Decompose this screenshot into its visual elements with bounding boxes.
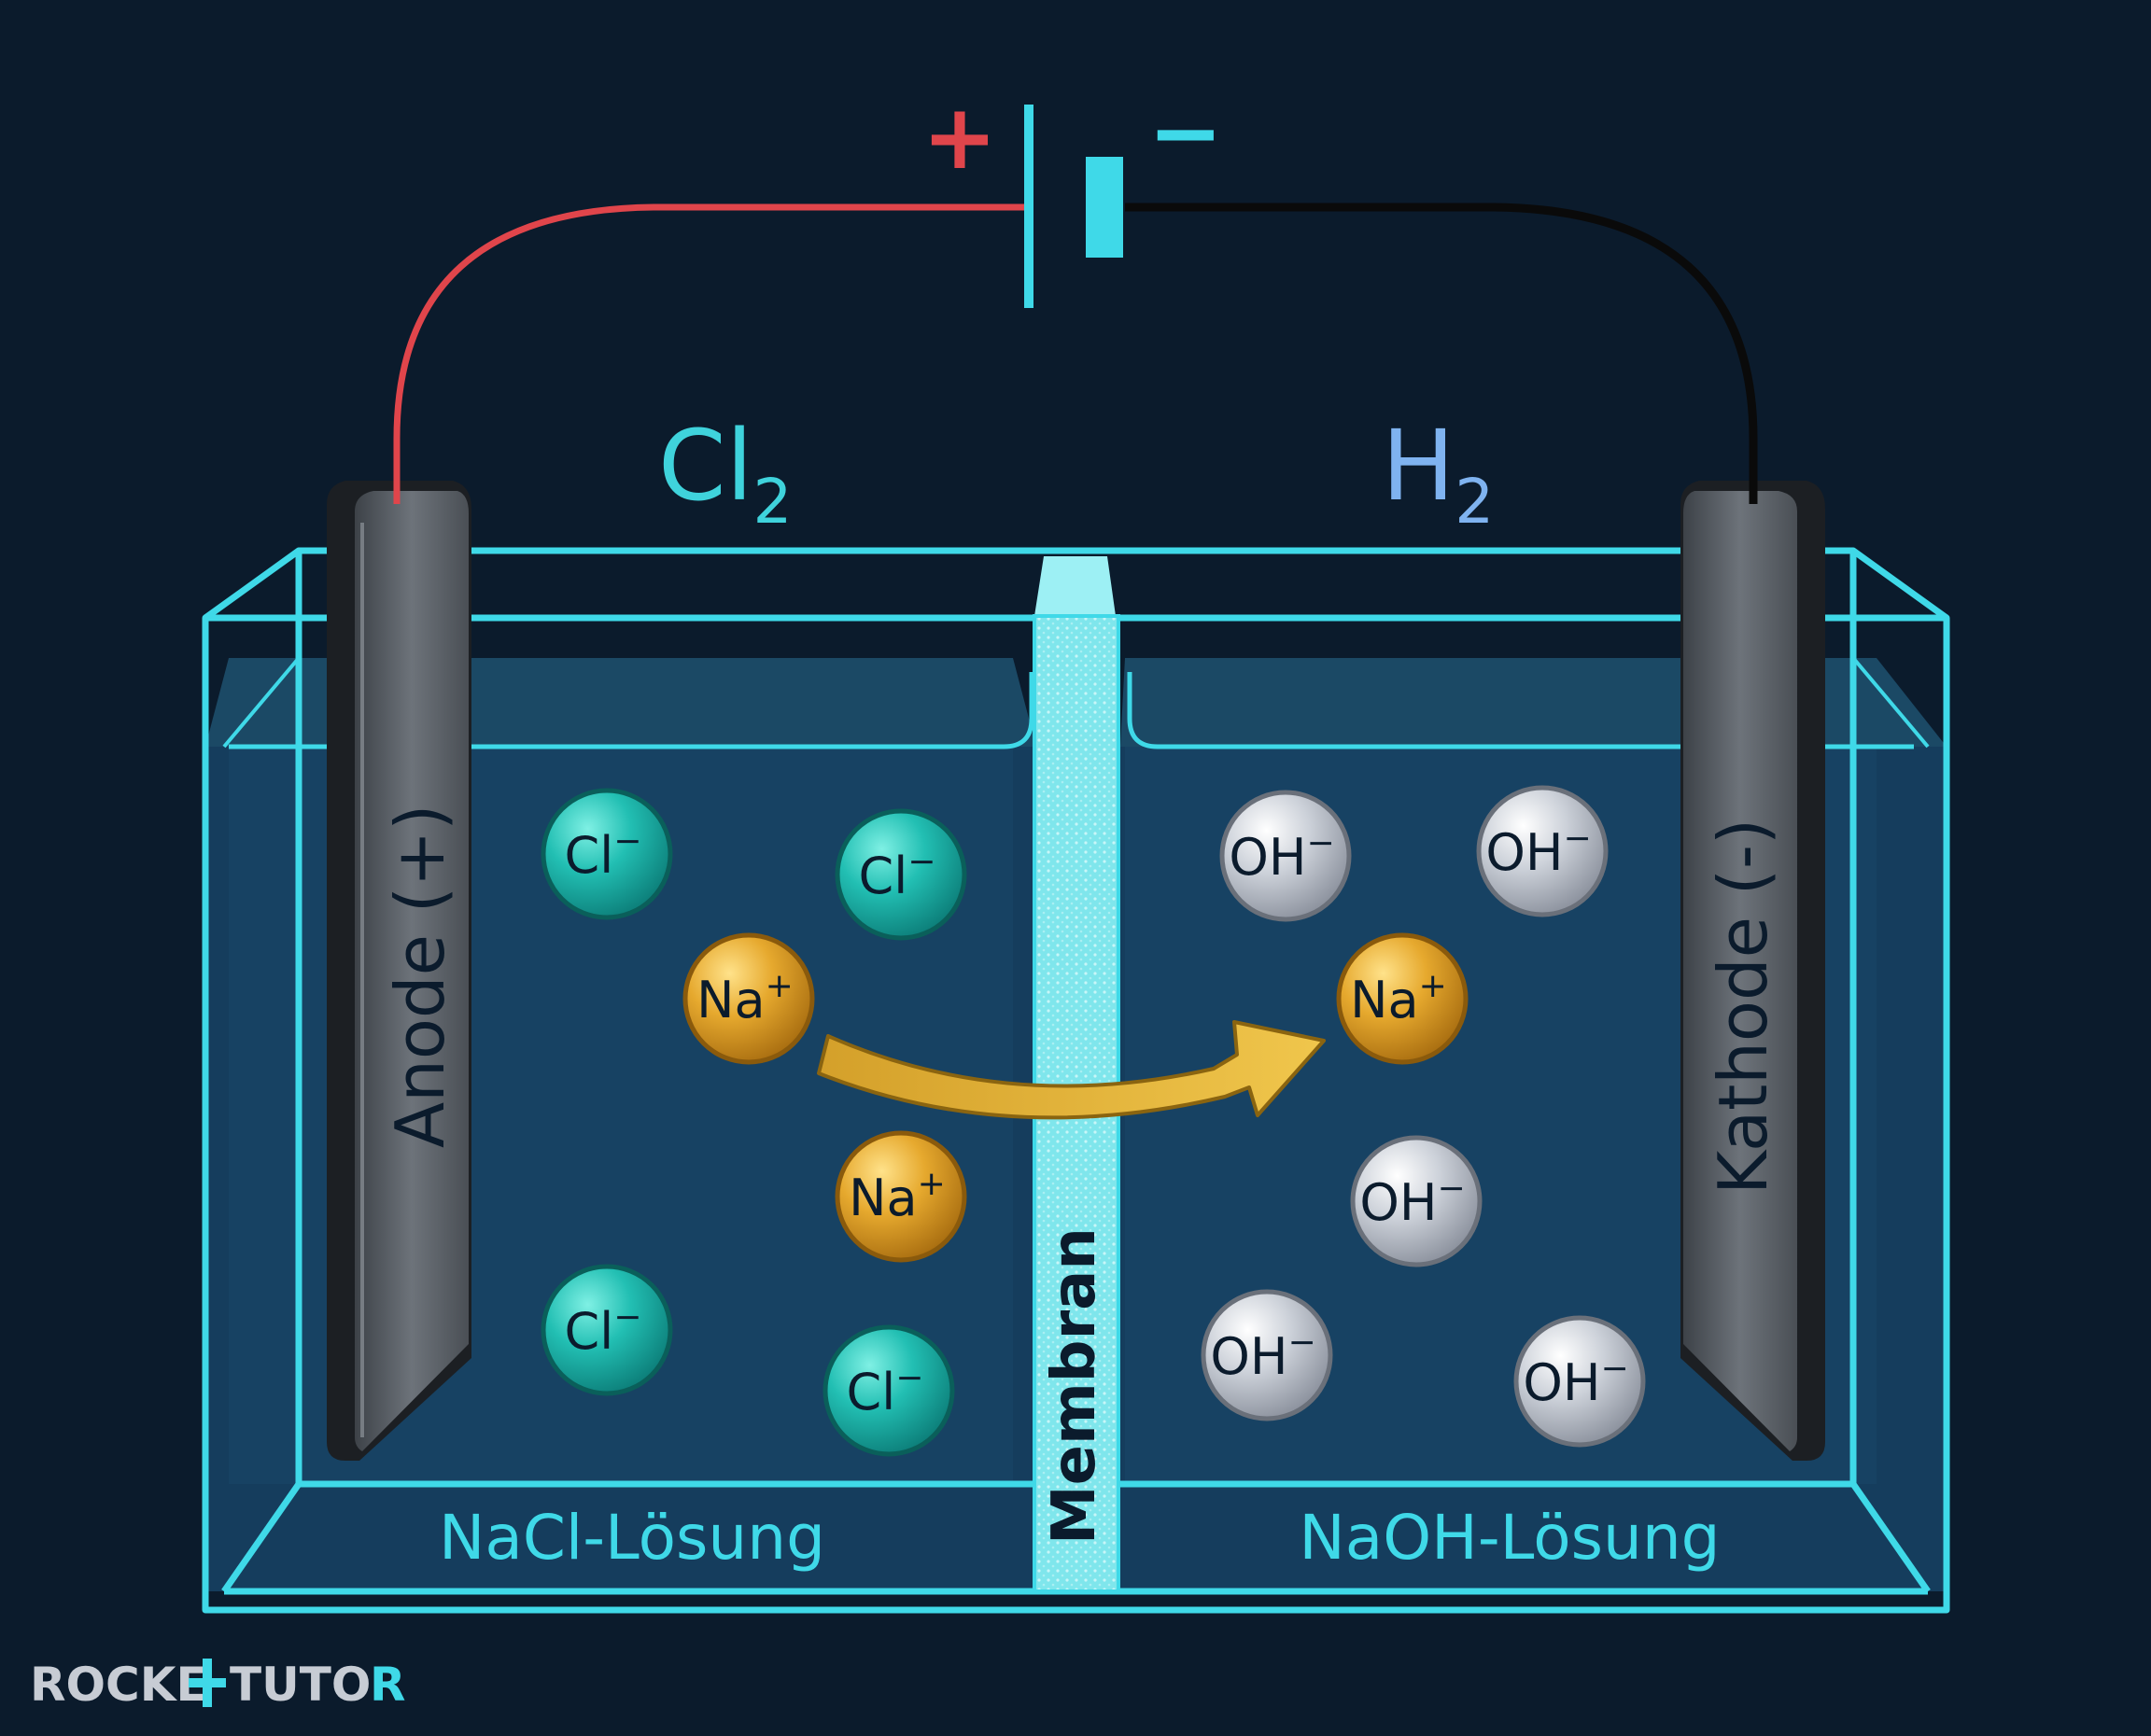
ion-charge: −: [1600, 1350, 1628, 1388]
ion-symbol: Cl: [565, 826, 614, 885]
logo: ROCKE TUTO R: [30, 1658, 406, 1712]
battery-minus-label: −: [1148, 80, 1223, 185]
logo-part-2: TUTO: [230, 1658, 371, 1712]
chloride-ion-sphere: [835, 808, 967, 941]
sodium-ion: Na+: [835, 1130, 967, 1263]
hydroxide-ion-sphere: [1513, 1315, 1646, 1448]
hydroxide-ion: OH−: [1350, 1135, 1483, 1267]
hydroxide-ion-sphere: [1201, 1289, 1333, 1421]
battery: + −: [922, 80, 1223, 308]
ion-charge: −: [1287, 1323, 1315, 1362]
gas-cl2-label: Cl2: [658, 409, 793, 538]
hydroxide-ion-label: OH−: [1485, 819, 1591, 882]
chloride-ion-sphere: [822, 1324, 955, 1457]
solution-left-label: NaCl-Lösung: [439, 1502, 825, 1574]
sodium-ion-label: Na+: [696, 967, 794, 1029]
hydroxide-ion-label: OH−: [1359, 1169, 1465, 1232]
chloride-ion-label: Cl−: [847, 1359, 924, 1421]
chloride-ion-label: Cl−: [565, 1298, 642, 1361]
ion-charge: +: [766, 967, 794, 1005]
membrane-label: Membran: [1040, 1227, 1109, 1545]
ion-symbol: OH: [1210, 1327, 1287, 1386]
sodium-migration-arrow: [817, 1020, 1326, 1120]
gas-h2-label: H2: [1382, 409, 1494, 538]
sodium-ion-sphere: [682, 932, 815, 1065]
hydroxide-ion: OH−: [1219, 790, 1352, 922]
sodium-ion: Na+: [1336, 932, 1469, 1065]
sodium-ion-label: Na+: [849, 1165, 946, 1227]
positive-wire: [393, 203, 1025, 504]
ion-charge: −: [613, 1298, 641, 1337]
cathode-label: Kathode (-): [1704, 819, 1782, 1195]
chloride-ion: Cl−: [822, 1324, 955, 1457]
ion-symbol: Cl: [565, 1302, 614, 1361]
ion-group: Cl−Cl−Cl−Cl−Na+Na+Na+OH−OH−OH−OH−OH−: [541, 785, 1646, 1457]
membrane: Membran: [1033, 556, 1120, 1593]
ion-symbol: Na: [849, 1169, 918, 1227]
ion-charge: +: [1419, 967, 1447, 1005]
ion-symbol: OH: [1229, 828, 1306, 887]
hydroxide-ion-sphere: [1476, 785, 1609, 917]
chloride-ion-label: Cl−: [859, 843, 936, 905]
hydroxide-ion-label: OH−: [1523, 1350, 1628, 1412]
ion-charge: −: [907, 843, 935, 881]
hydroxide-ion: OH−: [1201, 1289, 1333, 1421]
anode-electrode: Anode (+): [327, 481, 471, 1461]
sodium-ion: Na+: [682, 932, 815, 1065]
chloride-ion: Cl−: [541, 788, 673, 920]
hydroxide-ion: OH−: [1476, 785, 1609, 917]
ion-symbol: Na: [1350, 971, 1419, 1029]
ion-symbol: Cl: [859, 847, 908, 905]
chloride-ion-label: Cl−: [565, 822, 642, 885]
hydroxide-ion-label: OH−: [1210, 1323, 1315, 1386]
anode-label: Anode (+): [381, 805, 459, 1148]
hydroxide-ion-sphere: [1219, 790, 1352, 922]
logo-part-1: ROCKE: [30, 1658, 208, 1712]
ion-charge: −: [613, 822, 641, 861]
sodium-ion-label: Na+: [1350, 967, 1447, 1029]
hydroxide-ion: OH−: [1513, 1315, 1646, 1448]
chloride-ion: Cl−: [541, 1264, 673, 1396]
gas-h2-base: H: [1382, 409, 1455, 523]
cathode-electrode: Kathode (-): [1680, 481, 1825, 1461]
ion-charge: +: [918, 1165, 946, 1203]
ion-symbol: Na: [696, 971, 766, 1029]
logo-part-3: R: [370, 1658, 406, 1712]
chloride-ion: Cl−: [835, 808, 967, 941]
negative-wire: [1125, 203, 1758, 504]
chloride-ion-sphere: [541, 1264, 673, 1396]
sodium-ion-sphere: [1336, 932, 1469, 1065]
hydroxide-ion-label: OH−: [1229, 824, 1334, 887]
battery-plus-label: +: [922, 85, 997, 189]
gas-h2-subscript: 2: [1455, 466, 1494, 538]
ion-symbol: Cl: [847, 1363, 896, 1421]
ion-charge: −: [1306, 824, 1334, 862]
ion-charge: −: [1437, 1169, 1465, 1208]
solution-right-label: NaOH-Lösung: [1299, 1502, 1720, 1574]
ion-symbol: OH: [1485, 823, 1563, 882]
sodium-ion-sphere: [835, 1130, 967, 1263]
ion-symbol: OH: [1523, 1353, 1600, 1412]
hydroxide-ion-sphere: [1350, 1135, 1483, 1267]
ion-symbol: OH: [1359, 1173, 1437, 1232]
gas-cl2-subscript: 2: [753, 466, 793, 538]
gas-cl2-base: Cl: [658, 409, 753, 523]
chloride-ion-sphere: [541, 788, 673, 920]
ion-charge: −: [1563, 819, 1591, 858]
ion-charge: −: [895, 1359, 923, 1397]
